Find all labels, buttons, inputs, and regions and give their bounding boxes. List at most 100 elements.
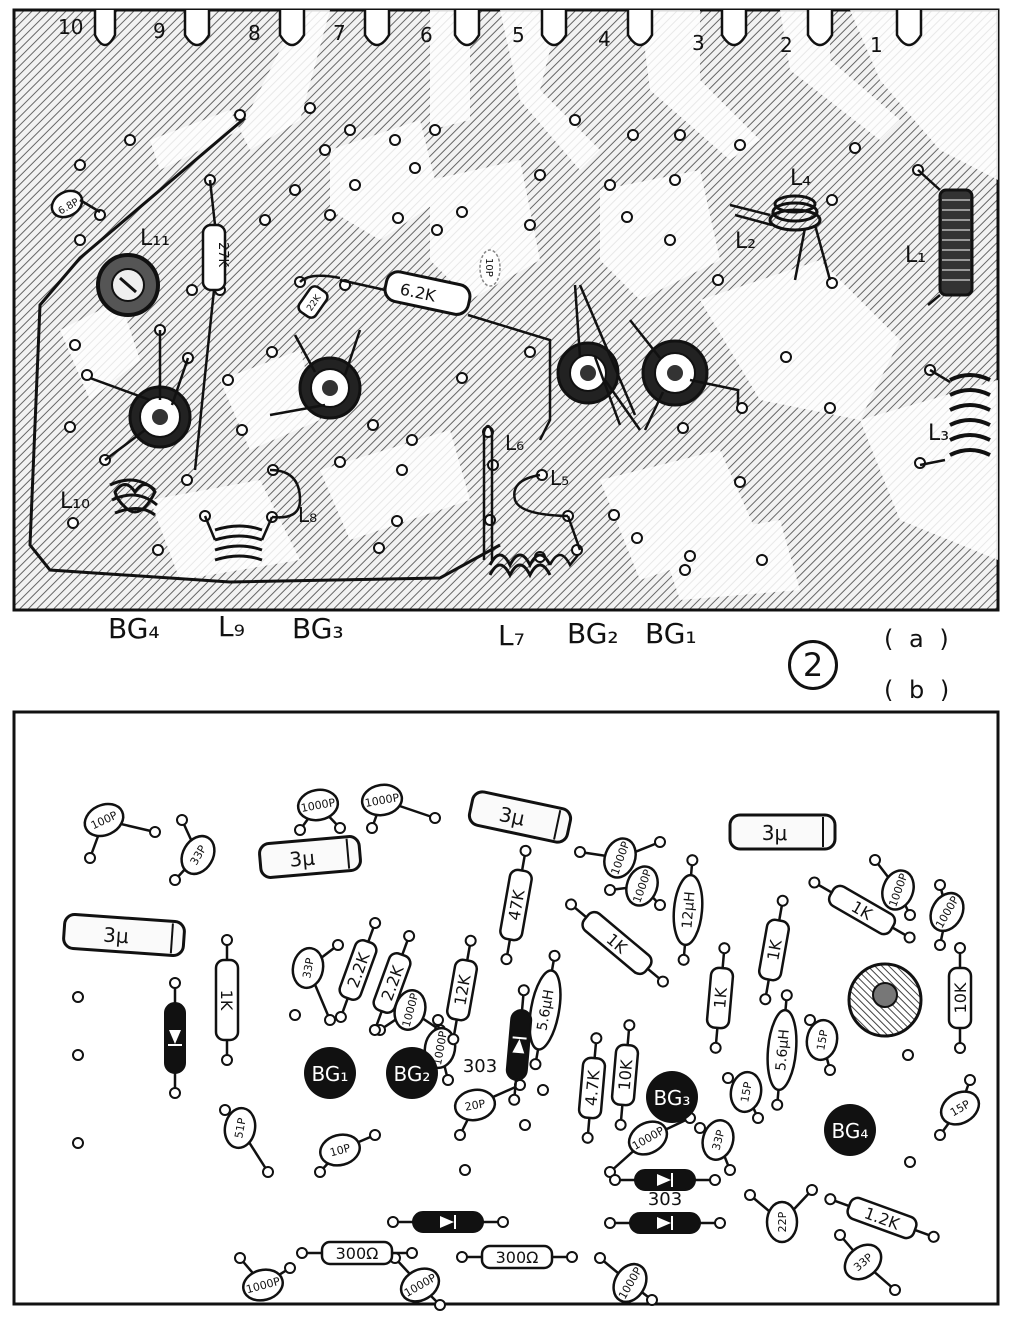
resistor: 4.7K [577, 1032, 607, 1144]
edge-connector [93, 10, 923, 47]
transistor: BG₄ [824, 1104, 876, 1156]
inductor-l5 [513, 473, 582, 551]
electrolytic-capacitor: 3μ [258, 835, 362, 879]
resistor-22k-small: 22K [297, 274, 341, 319]
diode-label: 303 [463, 1056, 497, 1077]
capacitor: 33P [291, 939, 344, 1026]
resistor: 1K [214, 934, 240, 1066]
pin-number-6: 6 [420, 23, 433, 47]
label-l5: L₅ [550, 466, 569, 490]
jumper-wire [28, 116, 501, 584]
capacitor: 22P [744, 1184, 818, 1244]
resistor: 1K [808, 876, 916, 944]
resistor: 10K [610, 1019, 640, 1131]
electrolytic-label: 3μ [762, 821, 788, 845]
resistor-label: 1K [710, 986, 731, 1009]
pcb-panel: 10 9 8 7 6 5 4 3 2 1 [12, 8, 1000, 612]
svg-text:10P: 10P [483, 258, 494, 277]
transistor-bg4 [89, 330, 192, 461]
transistor-label: BG₂ [394, 1062, 431, 1086]
electrolytic-capacitor: 3μ [728, 813, 837, 851]
component-pads [72, 991, 916, 1176]
capacitor: 10P [314, 1129, 381, 1178]
resistor-label: 10K [951, 982, 970, 1013]
label-l1: L₁ [905, 243, 926, 268]
label-l8: L₈ [298, 503, 317, 527]
capacitor: 1000P [604, 1112, 696, 1178]
subfigure-a-label: ( a ) [884, 625, 953, 653]
electrolytic-capacitor: 3μ [62, 913, 186, 957]
transistor-bg3 [269, 329, 362, 420]
pin-number-4: 4 [598, 27, 611, 51]
capacitor: 15P [722, 1070, 764, 1124]
pin-number-9: 9 [153, 19, 166, 43]
label-l6: L₆ [505, 431, 524, 455]
transistor: BG₃ [646, 1071, 698, 1123]
capacitor-label: 33P [300, 956, 316, 979]
label-l3: L₃ [928, 421, 949, 446]
inductor-label: 12μH [679, 891, 698, 930]
capacitor: 20P [453, 1079, 526, 1141]
inductor-label: 5.6μH [534, 988, 557, 1032]
label-l10: L₁₀ [60, 489, 90, 514]
capacitor: 1000P [574, 836, 666, 879]
diode [387, 1211, 509, 1233]
electrolytic-label: 3μ [497, 802, 527, 831]
pin-number-8: 8 [248, 21, 261, 45]
transistor: BG₁ [304, 1047, 356, 1099]
label-l4: L₄ [790, 166, 811, 191]
transistor-bg1 [578, 284, 740, 431]
diode-label: 303 [648, 1189, 682, 1210]
capacitor: 1000P [294, 788, 346, 836]
capacitor-label: 10P [328, 1141, 352, 1159]
label-l9: L₉ [218, 610, 245, 643]
svg-text:27K: 27K [215, 242, 230, 268]
resistor-label: 300Ω [496, 1248, 539, 1267]
label-l11: L₁₁ [140, 226, 170, 251]
capacitor: 1000P [929, 879, 965, 951]
resistor: 12K [445, 934, 479, 1046]
subfigure-b-label: ( b ) [884, 676, 954, 704]
capacitor-label: 20P [464, 1097, 487, 1113]
resistor: 300Ω [456, 1244, 578, 1270]
resistor-6-2k: 6.2K [339, 270, 552, 441]
capacitor-label: 15P [738, 1080, 754, 1103]
inductor: 5.6μH [766, 989, 798, 1111]
label-bg3: BG₃ [292, 612, 344, 645]
capacitor: 1000P [869, 854, 916, 921]
inductor-l6 [482, 424, 494, 560]
capacitor: 1000P [389, 1252, 446, 1311]
pin-number-2: 2 [780, 33, 793, 57]
label-l2: L₂ [735, 229, 756, 254]
pin-number-7: 7 [333, 21, 346, 45]
label-bg4: BG₄ [108, 612, 160, 645]
capacitor-label: 1000P [300, 796, 337, 815]
capacitor: 15P [934, 1074, 981, 1141]
pin-number-10: 10 [58, 15, 83, 39]
capacitor-label: 22P [776, 1211, 789, 1232]
capacitor-label: 1000P [431, 1030, 450, 1067]
resistor: 1.2K [824, 1193, 940, 1243]
capacitor: 100P [83, 802, 161, 864]
transistor: BG₂ [386, 1047, 438, 1099]
resistor-27k: 27K [193, 179, 230, 471]
resistor-label: 4.7K [581, 1069, 603, 1107]
inductor-l10 [109, 478, 158, 517]
capacitor: 1000P [594, 1252, 658, 1306]
resistor-label: 1K [217, 990, 236, 1011]
inductor-l7 [488, 553, 579, 579]
figure-number: 2 [788, 640, 838, 690]
resistor: 1K [757, 894, 791, 1006]
inductor-l11 [96, 253, 160, 317]
capacitor-6-8p: 6.8P [50, 189, 101, 219]
inductor: 12μH [672, 854, 704, 966]
resistor: 47K [499, 844, 533, 966]
capacitor: 33P [694, 1119, 736, 1176]
inductor-l3 [919, 368, 991, 467]
electrolytic-label: 3μ [102, 923, 129, 949]
capacitor: 51P [219, 1104, 274, 1178]
resistor-label: 1K [763, 938, 785, 962]
inductor-l2-l4 [729, 194, 832, 281]
